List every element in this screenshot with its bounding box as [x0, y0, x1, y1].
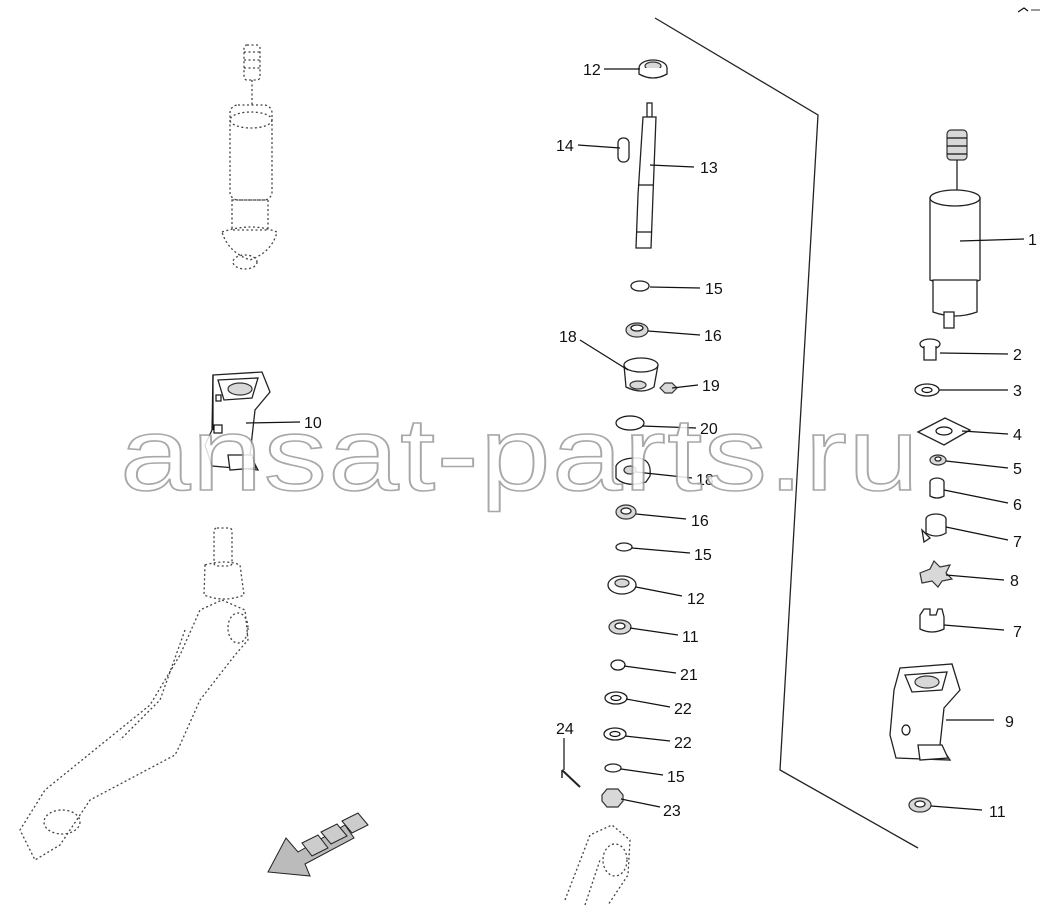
- callout-8: 8: [1010, 573, 1019, 590]
- part-6-pin: [929, 477, 945, 499]
- callout-19: 19: [702, 378, 720, 395]
- callout-10: 10: [304, 415, 322, 432]
- callout-15a: 15: [705, 281, 723, 298]
- part-12-top: [638, 59, 668, 79]
- callout-21: 21: [680, 667, 698, 684]
- assembly-frame: [654, 17, 919, 849]
- callout-7b: 7: [1013, 624, 1022, 641]
- callout-22a: 22: [674, 701, 692, 718]
- part-9-bracket: [889, 663, 961, 761]
- callout-13: 13: [700, 160, 718, 177]
- leader-lines: [245, 68, 1025, 811]
- part-15-ring-a: [630, 280, 650, 292]
- callout-16a: 16: [704, 328, 722, 345]
- callout-3: 3: [1013, 383, 1022, 400]
- ghost-actuator: [221, 44, 278, 270]
- callout-6: 6: [1013, 497, 1022, 514]
- direction-arrow: [267, 812, 369, 877]
- callout-22b: 22: [674, 735, 692, 752]
- part-22-washer-b: [603, 727, 627, 741]
- callout-12a: 12: [583, 62, 601, 79]
- part-18-cam-b: [615, 457, 651, 485]
- watermark: ansat-parts.ru: [120, 397, 920, 513]
- callout-labels: 1 2 3 4 5 6 7 8 7 9 11 12 14 13 15 16 18…: [304, 62, 1037, 821]
- part-1-actuator: [929, 129, 981, 329]
- callout-15c: 15: [667, 769, 685, 786]
- callout-15b: 15: [694, 547, 712, 564]
- callout-14: 14: [556, 138, 574, 155]
- part-23-nut: [601, 788, 624, 808]
- corner-mark: [1017, 7, 1040, 13]
- part-4-plate: [916, 417, 972, 446]
- callout-4: 4: [1013, 427, 1022, 444]
- part-14-key: [617, 137, 630, 163]
- callout-24: 24: [556, 721, 574, 738]
- callout-12b: 12: [687, 591, 705, 608]
- callout-18a: 18: [559, 329, 577, 346]
- part-5-washer: [929, 454, 947, 466]
- callout-18b: 18: [696, 472, 714, 489]
- callout-16b: 16: [691, 513, 709, 530]
- part-2-pin: [919, 338, 941, 361]
- part-13-shaft: [635, 102, 657, 249]
- part-15-ring-b: [615, 542, 633, 552]
- callout-7a: 7: [1013, 534, 1022, 551]
- bracket-part-10: [204, 371, 271, 471]
- callout-11a: 11: [989, 804, 1006, 821]
- part-22-washer-a: [604, 691, 628, 705]
- ghost-pedal-lever: [19, 527, 249, 861]
- part-15-ring-c: [604, 763, 622, 773]
- part-12-bearing-b: [607, 575, 637, 595]
- part-8-spider: [919, 559, 954, 588]
- part-16-bushing-b: [615, 504, 637, 520]
- part-18-cam-a: [623, 357, 659, 392]
- part-20-circlip: [615, 415, 645, 431]
- callout-11b: 11: [682, 629, 699, 646]
- part-7-coupling-a: [921, 513, 947, 544]
- callout-9: 9: [1005, 714, 1014, 731]
- part-7-coupling-b: [919, 608, 945, 633]
- ghost-lever-end: [564, 824, 631, 906]
- callout-1: 1: [1028, 232, 1037, 249]
- part-16-bushing-a: [625, 322, 649, 338]
- callout-23: 23: [663, 803, 681, 820]
- part-3-washer: [914, 383, 940, 397]
- part-24-cotter-pin: [561, 769, 581, 788]
- callout-2: 2: [1013, 347, 1022, 364]
- part-11-bushing-right: [908, 797, 932, 813]
- callout-20: 20: [700, 421, 718, 438]
- callout-5: 5: [1013, 461, 1022, 478]
- part-21-washer: [610, 659, 626, 671]
- part-11-bushing: [608, 619, 632, 635]
